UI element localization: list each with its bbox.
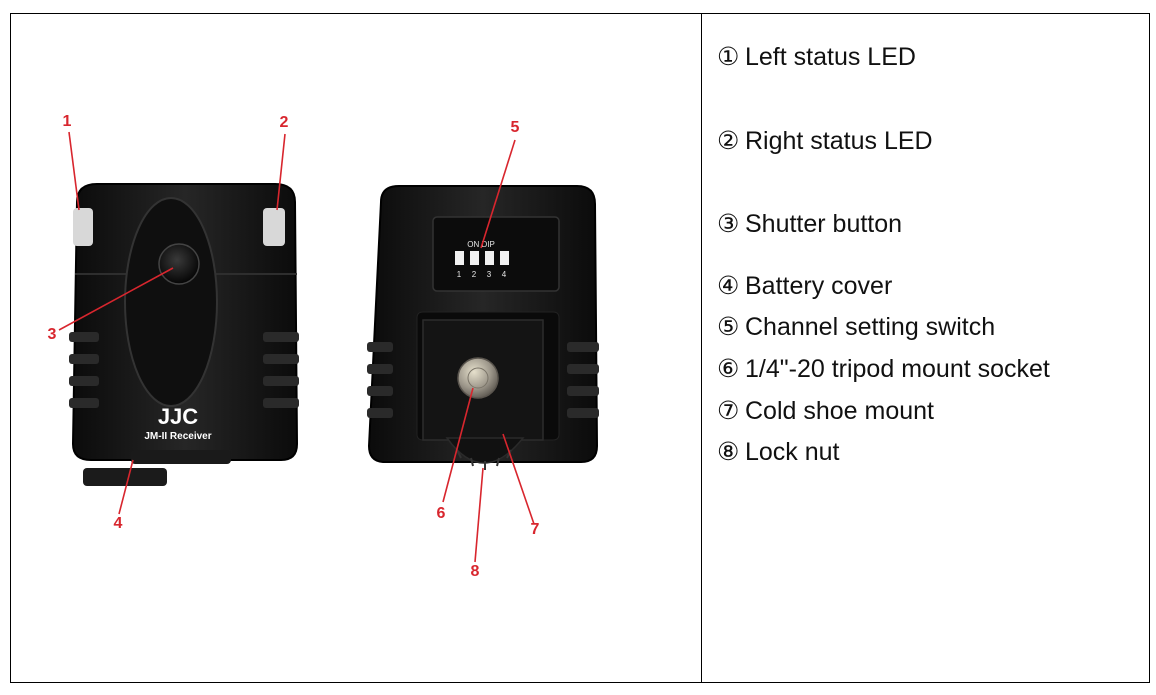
brand-logo: JJC xyxy=(158,404,198,429)
callout-number-5: 5 xyxy=(511,119,520,136)
product-photo-cell: JJC JM-II Receiver ON DIP xyxy=(11,14,701,682)
callout-number-3: 3 xyxy=(48,326,57,343)
receiver-product-illustration: JJC JM-II Receiver ON DIP xyxy=(48,113,599,580)
legend-label: Shutter button xyxy=(745,210,903,238)
callout-leaders xyxy=(58,131,535,563)
legend-marker: ⑧ xyxy=(717,438,740,466)
legend-label: Lock nut xyxy=(745,438,840,466)
dip-switch-panel xyxy=(432,216,560,292)
legend-marker: ⑥ xyxy=(717,355,740,383)
legend-label: Cold shoe mount xyxy=(745,397,935,425)
receiver-back-view: ON DIP 1 2 3 4 xyxy=(367,185,599,470)
dip-number-2: 2 xyxy=(472,270,477,279)
battery-cover xyxy=(83,468,167,486)
legend-label: 1/4"-20 tripod mount socket xyxy=(745,355,1050,383)
shutter-button xyxy=(158,243,200,285)
callout-numbers: 1 2 3 4 5 6 7 8 xyxy=(48,113,540,580)
legend-marker: ② xyxy=(717,127,740,155)
legend-label: Left status LED xyxy=(745,43,916,71)
dip-number-4: 4 xyxy=(502,270,507,279)
legend-marker: ⑤ xyxy=(717,313,740,341)
legend-marker: ④ xyxy=(717,272,740,300)
legend-marker: ① xyxy=(717,43,740,71)
front-grip-ridges xyxy=(69,332,299,408)
callout-number-6: 6 xyxy=(437,505,446,522)
callout-number-2: 2 xyxy=(280,114,289,131)
legend-marker: ⑦ xyxy=(717,397,740,425)
legend-label: Battery cover xyxy=(745,272,893,300)
receiver-front-view: JJC JM-II Receiver xyxy=(69,183,299,486)
legend-marker: ③ xyxy=(717,210,740,238)
lock-nut xyxy=(445,437,525,464)
left-status-led xyxy=(73,208,93,246)
callout-number-1: 1 xyxy=(63,113,72,130)
model-label: JM-II Receiver xyxy=(144,431,211,442)
callout-number-8: 8 xyxy=(471,563,480,580)
callout-number-7: 7 xyxy=(531,521,540,538)
dip-number-3: 3 xyxy=(487,270,492,279)
channel-setting-switch xyxy=(455,251,509,265)
dip-number-1: 1 xyxy=(457,270,462,279)
callout-number-4: 4 xyxy=(114,515,123,532)
right-status-led xyxy=(263,208,285,246)
back-grip-ridges xyxy=(367,342,599,418)
table-cell-divider xyxy=(701,13,702,683)
legend-label: Channel setting switch xyxy=(745,313,996,341)
dip-switch-header: ON DIP xyxy=(467,240,495,249)
spec-table xyxy=(10,13,1150,683)
legend-label: Right status LED xyxy=(745,127,933,155)
tripod-mount-socket xyxy=(457,357,499,399)
shutter-button-well xyxy=(124,197,218,407)
